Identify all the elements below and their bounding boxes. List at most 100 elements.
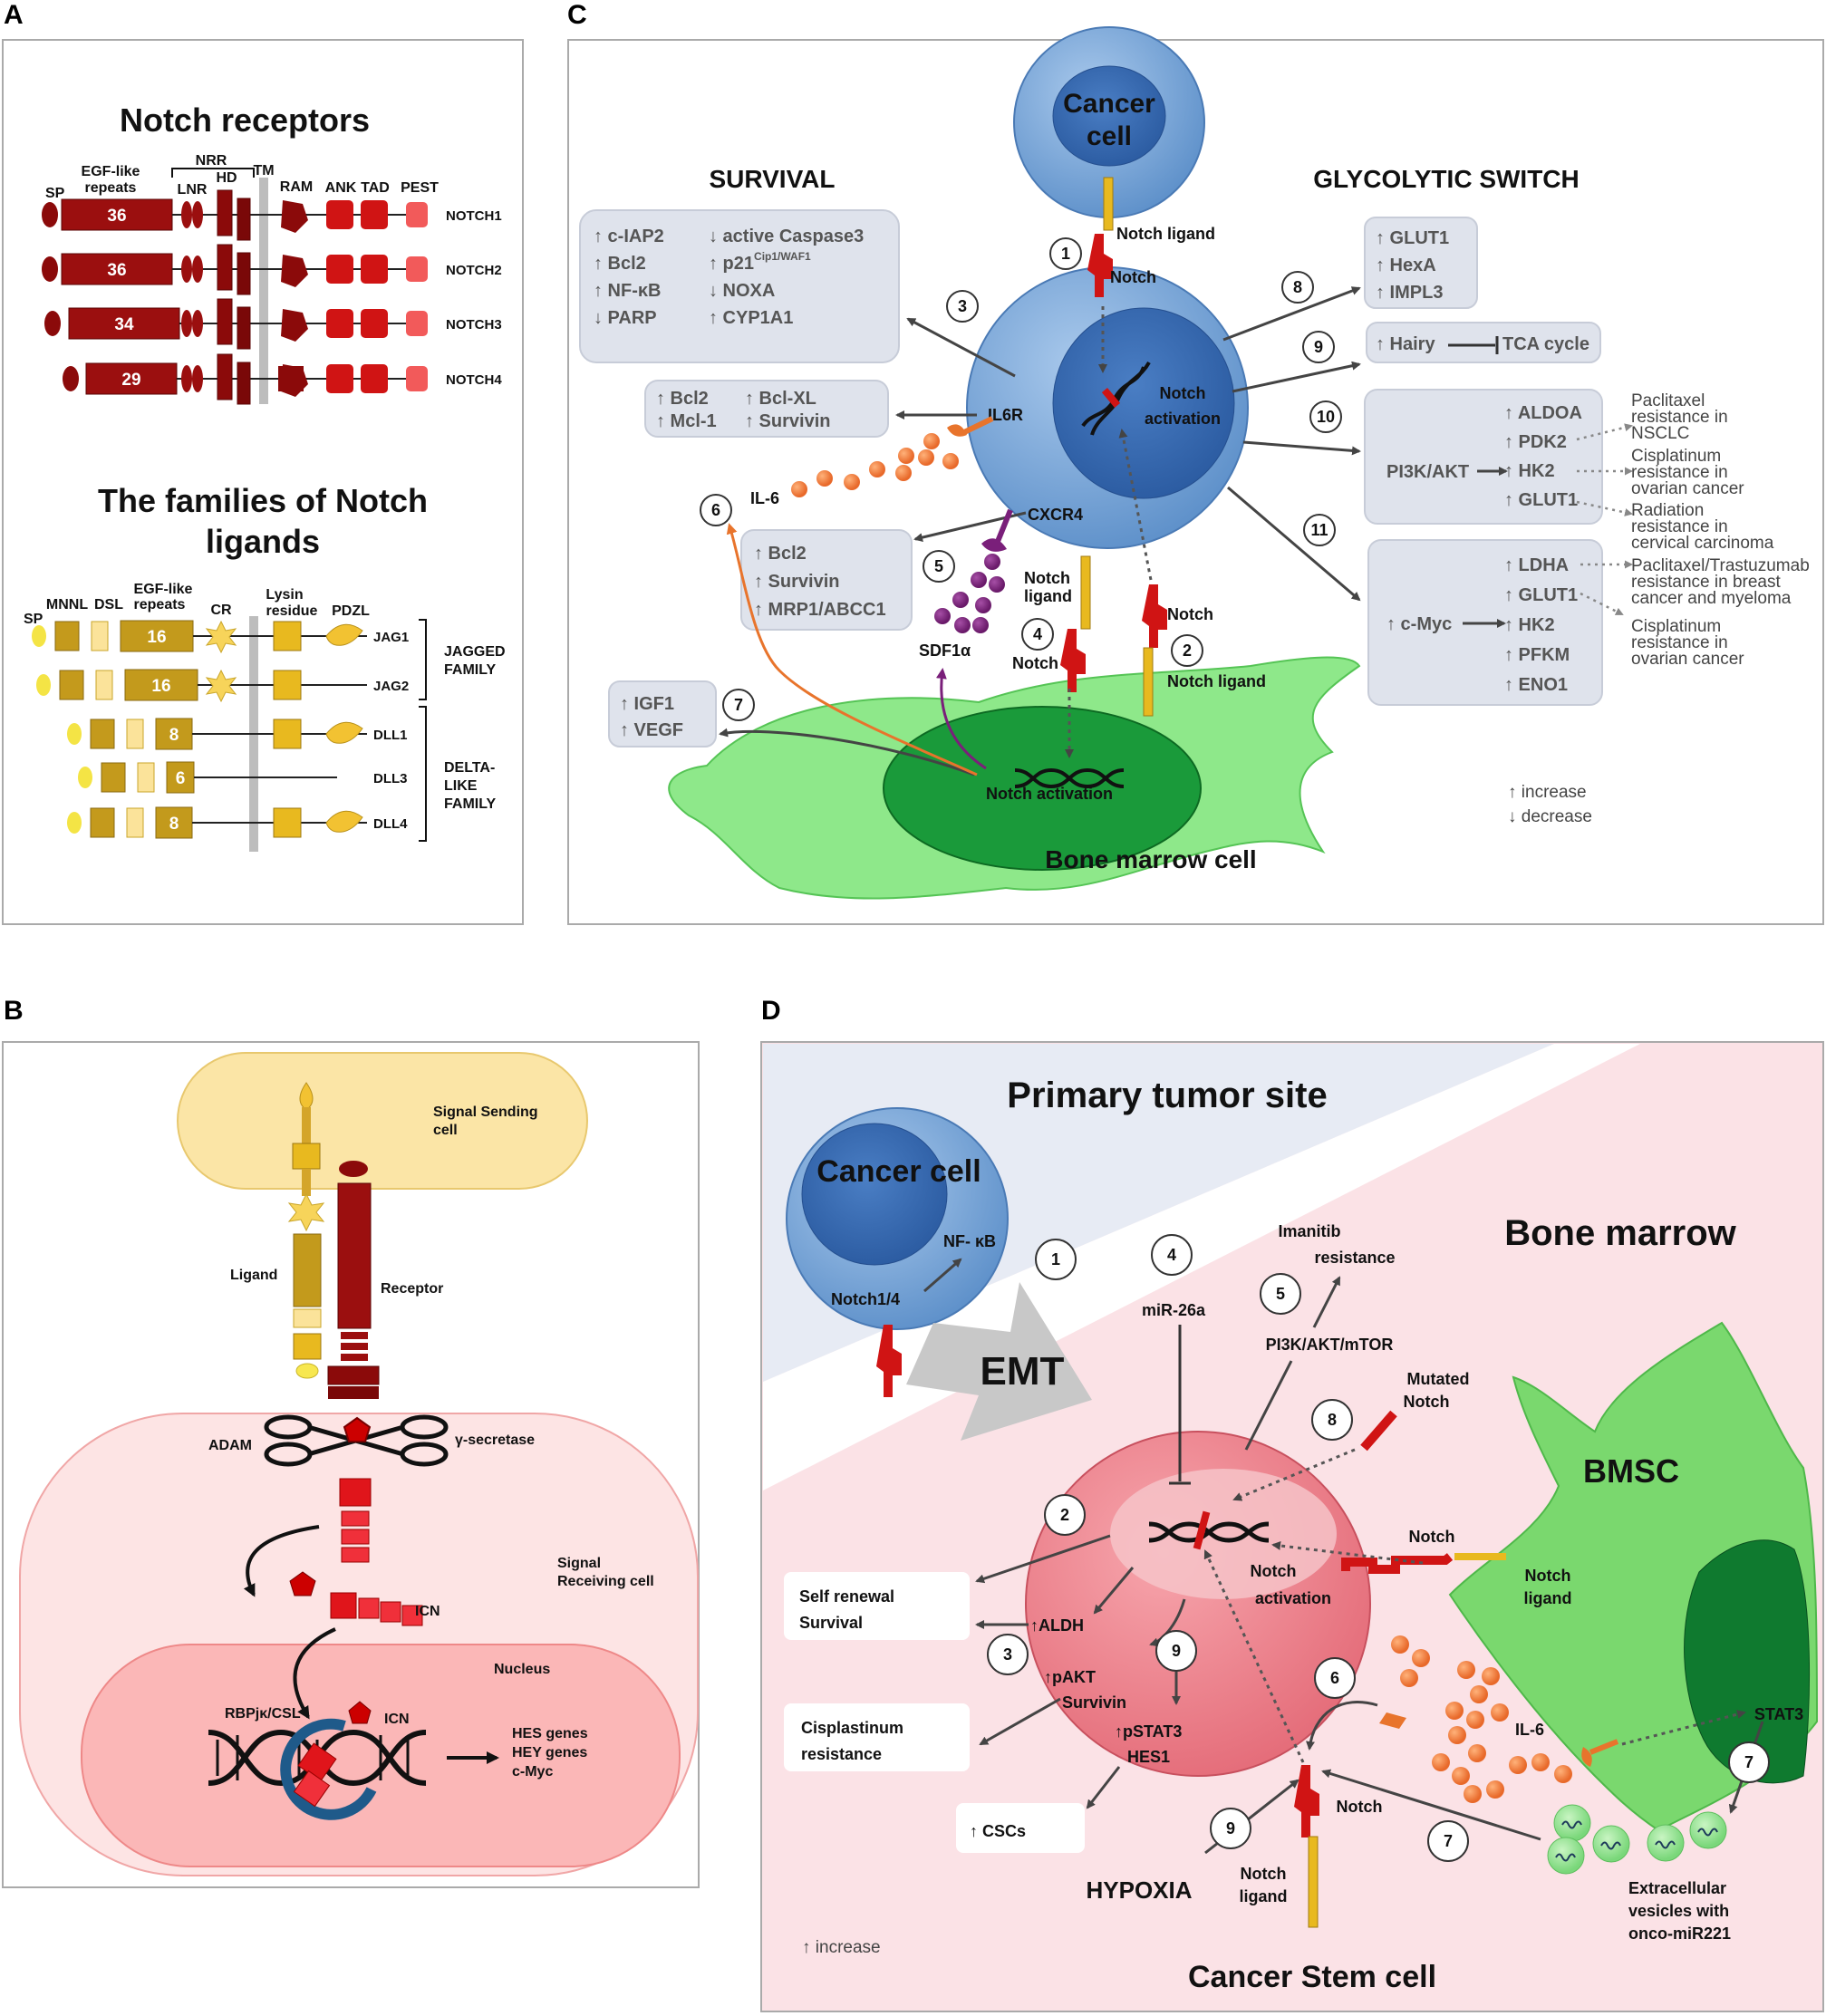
cxcr4-b3: ↑ MRP1/ABCC1 <box>754 600 886 620</box>
step-number: 7 <box>722 689 755 721</box>
svg-text:10: 10 <box>1317 408 1335 426</box>
ligands-title-1: The families of Notch <box>98 482 428 519</box>
notch14-label: Notch1/4 <box>831 1290 900 1308</box>
il6-dot <box>791 481 807 497</box>
c-legend-decrease: ↓ decrease <box>1508 807 1592 826</box>
svg-text:2: 2 <box>1183 641 1192 660</box>
cmyc-list: ↑ LDHA↑ GLUT1↑ HK2↑ PFKM↑ ENO1 <box>1504 555 1578 695</box>
igf-b2: ↑ VEGF <box>620 720 683 740</box>
cmycList-item: ↑ LDHA <box>1504 555 1569 575</box>
delta-family-2: LIKE <box>444 778 478 794</box>
pi3kList-item: ↑ HK2 <box>1504 461 1555 481</box>
signal-sending-cell <box>177 1052 588 1190</box>
svg-text:3: 3 <box>958 297 967 315</box>
sending-label-1: Signal Sending <box>433 1104 538 1120</box>
vesicle-icon <box>1547 1837 1585 1875</box>
il6r-label: IL6R <box>988 406 1023 424</box>
c-notch-3: Notch <box>1167 605 1213 623</box>
survival-title: SURVIVAL <box>710 165 836 193</box>
d-il6-dot <box>1432 1753 1450 1771</box>
d-il6-dot <box>1468 1744 1486 1762</box>
ligand-repeats: 16 <box>151 677 170 696</box>
panel-label-a: A <box>4 0 24 30</box>
step-number: 6 <box>700 494 732 526</box>
gamma-secretase-label: γ-secretase <box>455 1432 535 1448</box>
cxcr4-b1: ↑ Bcl2 <box>754 544 807 564</box>
mutated-2: Notch <box>1404 1393 1450 1411</box>
resistance-note: NSCLC <box>1631 424 1689 443</box>
d-il6-dot <box>1457 1661 1475 1679</box>
mir26a-label: miR-26a <box>1142 1301 1206 1319</box>
resistance-note: resistance in <box>1631 463 1728 482</box>
vesicle-icon <box>1592 1825 1630 1863</box>
ligand-repeats: 6 <box>176 769 186 788</box>
ev-1: Extracellular <box>1628 1879 1726 1897</box>
delta-family-1: DELTA- <box>444 760 495 776</box>
receiving-label-1: Signal <box>557 1556 601 1571</box>
cscs-box <box>956 1803 1085 1853</box>
pi3k-mtor-label: PI3K/AKT/mTOR <box>1266 1336 1394 1354</box>
label-lysin: Lysin <box>266 587 303 603</box>
receptor-label: Receptor <box>381 1281 443 1297</box>
ligand-molecule <box>287 1082 325 1379</box>
survRight-item: ↑ CYP1A1 <box>709 308 793 328</box>
cmycList-item: ↑ PFKM <box>1504 645 1570 665</box>
resistance-note: ovarian cancer <box>1631 650 1744 669</box>
pakt-2: Survivin <box>1062 1693 1126 1712</box>
d-il6-dot <box>1445 1702 1464 1720</box>
cxcr4-b2: ↑ Survivin <box>754 572 839 592</box>
surv-p21: ↑ p21Cip1/WAF1 <box>709 250 811 274</box>
c-notch-ligand-2b: ligand <box>1024 587 1072 605</box>
d-il6-label: IL-6 <box>1515 1721 1544 1739</box>
pakt-1: ↑pAKT <box>1044 1668 1096 1686</box>
survival-list-right: ↓ NOXA↑ CYP1A1 <box>709 281 793 328</box>
bone-marrow-cell-label: Bone marrow cell <box>1045 845 1256 873</box>
glut-b3: ↑ IMPL3 <box>1376 283 1443 303</box>
resistance-note: resistance in <box>1631 633 1728 652</box>
svg-text:1: 1 <box>1061 245 1070 263</box>
ligand-repeats: 8 <box>169 815 179 834</box>
arrow-icn-release <box>243 1525 320 1597</box>
surv-r1: ↓ active Caspase3 <box>709 227 864 246</box>
d-cancer-cell-label: Cancer cell <box>816 1154 981 1189</box>
bmsc-nucleus <box>1684 1539 1811 1784</box>
d-il6-particles <box>1391 1635 1572 1803</box>
label-hd: HD <box>216 170 237 186</box>
il6r-b2: ↑ Mcl-1 <box>656 411 717 431</box>
notch-ligand-bm-1 <box>1080 555 1091 630</box>
d-il6-dot <box>1412 1649 1430 1667</box>
il6r-b4: ↑ Survivin <box>745 411 830 431</box>
delta-family-3: FAMILY <box>444 796 497 812</box>
sdf1a-label: SDF1α <box>919 641 971 660</box>
cmycList-item: ↑ GLUT1 <box>1504 585 1578 605</box>
vesicle-icon <box>1553 1804 1591 1842</box>
d-cancer-nucleus <box>801 1123 948 1266</box>
panel-label-c: C <box>567 0 587 30</box>
pi3kList-item: ↑ GLUT1 <box>1504 490 1578 510</box>
self-renewal-2: Survival <box>799 1614 863 1632</box>
d-notch-receptor-primary <box>876 1325 902 1397</box>
survival-box <box>579 209 900 363</box>
ligand-name: JAG1 <box>373 630 409 645</box>
hairy-label: ↑ Hairy <box>1376 334 1435 354</box>
ligands-title-2: ligands <box>206 523 320 560</box>
step-number: 2 <box>1044 1494 1086 1536</box>
svg-text:7: 7 <box>1744 1753 1754 1771</box>
d-il6-dot <box>1509 1756 1527 1774</box>
step-number: 7 <box>1427 1820 1469 1862</box>
receptor-name: NOTCH3 <box>446 317 502 333</box>
emt-label: EMT <box>981 1349 1065 1394</box>
pi3kList-item: ↑ ALDOA <box>1504 403 1582 423</box>
cancer-cell-nucleus <box>1052 307 1235 499</box>
notch-receptor-bm-2 <box>1142 584 1167 648</box>
csc-label: Cancer Stem cell <box>1188 1960 1436 1994</box>
il6-dot <box>918 449 934 466</box>
tca-label: TCA cycle <box>1502 334 1589 354</box>
d-notch-activation-1: Notch <box>1251 1562 1297 1580</box>
il6r-b1: ↑ Bcl2 <box>656 389 709 409</box>
label-ank: ANK <box>325 180 357 196</box>
